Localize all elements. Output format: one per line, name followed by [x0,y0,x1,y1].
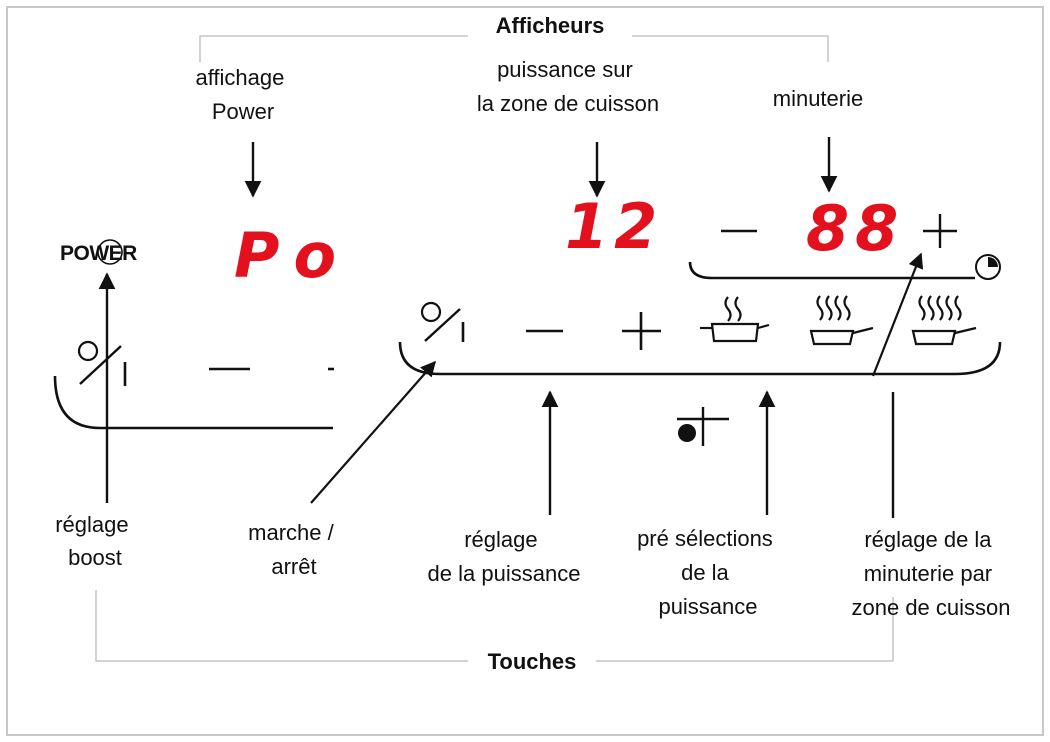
clock-icon [975,254,1001,280]
pan-icon-high[interactable] [911,295,977,346]
timer-panel-baseline [688,261,975,280]
pan-icon-medium[interactable] [809,295,874,346]
label-on-off: marche / arrêt [248,520,340,579]
display-zone-power: 12 [565,190,663,263]
display-power: Po [234,219,350,292]
label-zone-power: puissance sur la zone de cuisson [477,57,659,116]
label-presets: pré sélections de la puissance [637,526,779,619]
outer-frame [6,6,1044,736]
left-panel-baseline [53,375,333,430]
top-bracket [199,35,829,62]
power-key-ring [97,239,123,265]
left-panel [53,340,334,430]
label-boost: réglage boost [55,512,135,570]
main-panel-baseline [398,341,1002,376]
bottom-bracket [95,590,894,662]
label-affichage-power: affichage Power [195,65,290,124]
timer-plus-icon[interactable] [923,214,957,248]
pan-icon-low[interactable] [700,296,770,343]
arrow-on-off [310,360,437,504]
title-afficheurs: Afficheurs [496,13,605,38]
title-touches: Touches [488,649,577,674]
label-timer: minuterie [773,86,863,111]
main-panel [398,295,1002,376]
on-off-icon-circle[interactable] [420,301,442,323]
arrow-zone-timer-plus [871,252,924,377]
zone-select-icon [677,407,729,446]
on-off-icon-left-circle [77,340,99,362]
label-zone-timer: réglage de la minuterie par zone de cuis… [852,527,1011,620]
label-power-adjust: réglage de la puissance [428,527,581,586]
timer-panel [688,214,1001,280]
plus-icon[interactable] [622,312,661,350]
display-timer: 88 [806,192,904,265]
